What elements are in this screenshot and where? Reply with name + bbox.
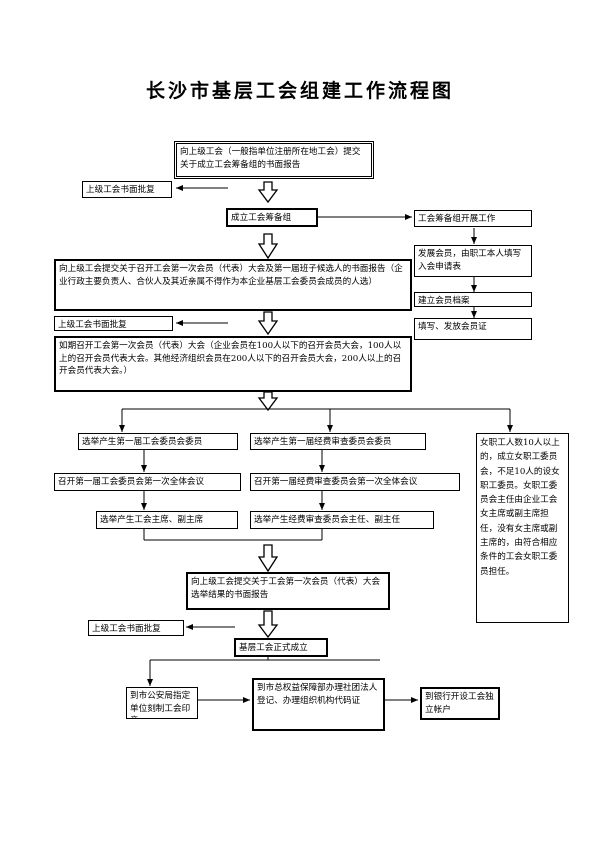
superior-approval-box-3: 上级工会书面批复 <box>88 620 184 636</box>
result-report-box: 向上级工会提交关于工会第一次会员（代表）大会选举结果的书面报告 <box>186 572 390 610</box>
police-seal-box: 到市公安局指定单位刻制工会印章 <box>126 687 198 719</box>
elect-chair-box: 选举产生工会主席、副主席 <box>96 511 238 529</box>
superior-approval-box-1: 上级工会书面批复 <box>82 181 172 198</box>
flow-arrow-5 <box>257 544 279 573</box>
report-to-superior-box: 向上级工会（一般指单位注册所在地工会）提交关于成立工会筹备组的书面报告 <box>174 141 374 179</box>
flow-arrow-4 <box>257 391 279 412</box>
bank-account-box: 到银行开设工会独立帐户 <box>420 687 500 720</box>
prep-work-box: 工会筹备组开展工作 <box>414 210 532 227</box>
women-committee-box: 女职工人数10人以上的，成立女职工委员会，不足10人的设女职工委员。女职工委员会… <box>476 433 569 623</box>
page-title: 长沙市基层工会组建工作流程图 <box>145 80 454 102</box>
elect-audit-chair-box: 选举产生经费审查委员会主任、副主任 <box>250 511 434 529</box>
recruit-members-box: 发展会员，由职工本人填写入会申请表 <box>414 245 532 277</box>
first-congress-box: 如期召开工会第一次会员（代表）大会（企业会员在100人以下的召开会员大会，100… <box>54 336 412 392</box>
flow-arrow-1 <box>257 181 279 204</box>
elect-committee-box: 选举产生第一届工会委员会委员 <box>78 433 238 450</box>
prep-group-box: 成立工会筹备组 <box>226 208 318 227</box>
flow-arrow-6 <box>257 610 279 639</box>
flow-arrow-2 <box>257 233 279 260</box>
elect-audit-box: 选举产生第一届经费审查委员会委员 <box>250 433 426 450</box>
candidates-report-box: 向上级工会提交关于召开工会第一次会员（代表）大会及第一届班子候选人的书面报告（企… <box>54 259 412 311</box>
audit-meeting-box: 召开第一届经费审查委员会第一次全体会议 <box>250 473 460 491</box>
civil-registration-box: 到市总权益保障部办理社团法人登记、办理组织机构代码证 <box>252 678 385 731</box>
flow-arrow-3 <box>257 311 279 336</box>
committee-meeting-box: 召开第一届工会委员会第一次全体会议 <box>54 473 241 491</box>
member-cards-box: 填写、发放会员证 <box>414 318 532 340</box>
superior-approval-box-2: 上级工会书面批复 <box>54 316 173 331</box>
member-files-box: 建立会员档案 <box>414 292 532 307</box>
union-established-box: 基层工会正式成立 <box>234 638 328 657</box>
